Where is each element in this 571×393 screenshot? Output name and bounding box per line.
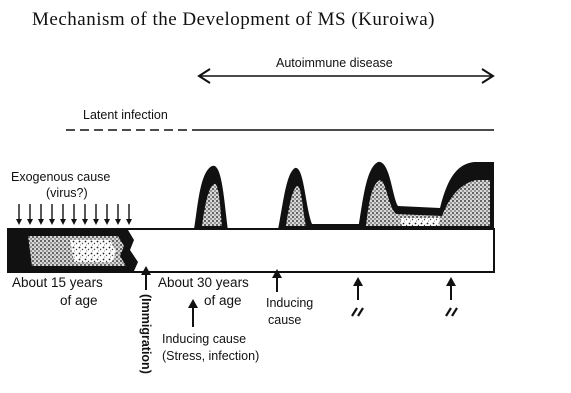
age15-label: About 15 years	[12, 276, 103, 290]
immigration-label: (Immigration)	[140, 294, 153, 374]
latent-infection-label: Latent infection	[83, 109, 168, 122]
relapse-trough-1	[312, 224, 360, 230]
down-arrow-icon	[27, 204, 33, 225]
down-arrow-icon	[71, 204, 77, 225]
age15-sub-label: of age	[60, 294, 98, 308]
double-slash-icon	[352, 308, 363, 316]
down-arrow-icon	[60, 204, 66, 225]
virus-arrows	[16, 204, 132, 225]
virus-label: (virus?)	[46, 187, 88, 200]
exogenous-cause-label: Exogenous cause	[11, 171, 110, 184]
inducing-cause-short-label: cause	[268, 314, 301, 327]
down-arrow-icon	[49, 204, 55, 225]
down-arrow-icon	[82, 204, 88, 225]
stress-infection-label: (Stress, infection)	[162, 350, 259, 363]
inducing-label: Inducing	[266, 297, 313, 310]
up-arrow-icon	[446, 277, 456, 300]
relapse-peaks	[194, 162, 494, 230]
age30-label: About 30 years	[158, 276, 249, 290]
up-arrow-icon	[188, 299, 198, 327]
down-arrow-icon	[104, 204, 110, 225]
down-arrow-icon	[16, 204, 22, 225]
down-arrow-icon	[115, 204, 121, 225]
inducing-cause-label: Inducing cause	[162, 333, 246, 346]
early-exposure-block	[9, 230, 138, 271]
up-arrow-icon	[353, 277, 363, 300]
age30-sub-label: of age	[204, 294, 242, 308]
down-arrow-icon	[93, 204, 99, 225]
autoimmune-span-arrow	[199, 69, 493, 83]
autoimmune-label: Autoimmune disease	[276, 57, 393, 70]
double-slash-icon	[446, 308, 457, 316]
down-arrow-icon	[38, 204, 44, 225]
down-arrow-icon	[126, 204, 132, 225]
